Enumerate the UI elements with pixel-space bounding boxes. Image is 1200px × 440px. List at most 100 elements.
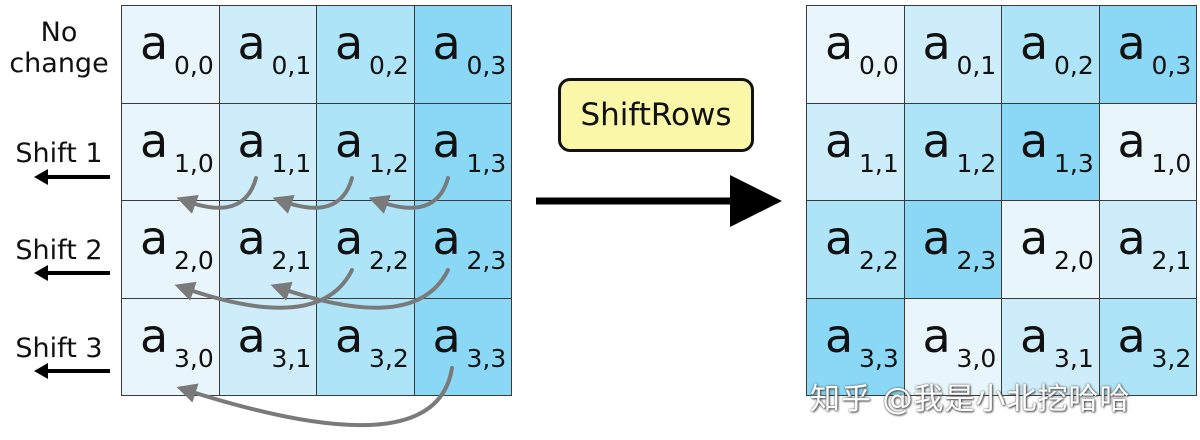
before-cell-1-1-symbol: a	[237, 113, 266, 168]
after-cell-2-3-symbol: a	[1117, 211, 1146, 265]
before-cell-0-1-index: 0,1	[271, 51, 312, 80]
after-cell-0-3-index: 0,3	[1151, 51, 1192, 80]
after-cell-2-2-index: 2,0	[1054, 246, 1094, 275]
after-cell-2-1-symbol: a	[922, 211, 951, 265]
before-cell-1-2-index: 1,2	[369, 148, 409, 178]
row-shift-left-arrow-icon-2	[34, 265, 110, 281]
after-cell-1-1-symbol: a	[922, 113, 951, 168]
after-cell-2-1-index: 2,3	[956, 246, 997, 275]
shift-arc-row1-a	[176, 176, 258, 214]
before-cell-2-1-symbol: a	[237, 211, 266, 265]
row-label-0: No change	[0, 17, 118, 79]
shift-arc-row2-b	[270, 268, 450, 310]
before-cell-1-2-symbol: a	[335, 113, 364, 168]
after-cell-1-3-symbol: a	[1117, 113, 1146, 168]
after-cell-3-3-symbol: a	[1117, 308, 1146, 363]
after-cell-3-2-symbol: a	[1020, 308, 1049, 363]
after-cell-3-1-index: 3,0	[956, 343, 997, 373]
after-cell-0-1-symbol: a	[922, 16, 951, 70]
before-cell-2-0-index: 2,0	[174, 246, 214, 275]
after-cell-1-0-index: 1,1	[859, 148, 899, 178]
watermark-text: 知乎 @我是小北挖哈哈	[810, 382, 1131, 417]
before-cell-2-2-symbol: a	[335, 211, 364, 265]
after-cell-1-0-symbol: a	[825, 113, 854, 168]
row-label-2: Shift 2	[0, 235, 118, 266]
shift-arc-row1-b	[272, 176, 354, 214]
before-cell-3-0-index: 3,0	[174, 343, 214, 373]
before-cell-1-3-index: 1,3	[466, 148, 507, 178]
after-cell-0-2-symbol: a	[1020, 16, 1049, 70]
before-cell-0-2-symbol: a	[335, 16, 364, 70]
operation-label: ShiftRows	[580, 97, 732, 133]
before-cell-3-3-symbol: a	[432, 308, 461, 363]
after-cell-0-1-index: 0,1	[956, 51, 997, 80]
before-cell-3-1-symbol: a	[237, 308, 266, 363]
before-cell-3-0-symbol: a	[140, 308, 169, 363]
after-cell-1-2-symbol: a	[1020, 113, 1049, 168]
before-cell-1-1-index: 1,1	[271, 148, 312, 178]
before-cell-1-3-symbol: a	[432, 113, 461, 168]
before-cell-2-1-index: 2,1	[271, 246, 312, 275]
after-cell-2-2-symbol: a	[1020, 211, 1049, 265]
row-label-1: Shift 1	[0, 138, 118, 169]
after-cell-1-1-index: 1,2	[956, 148, 997, 178]
row-label-0-line-1: No	[40, 17, 78, 48]
after-cell-2-3-index: 2,1	[1151, 246, 1192, 275]
before-cell-3-2-index: 3,2	[369, 343, 409, 373]
before-cell-0-1-symbol: a	[237, 16, 266, 70]
before-cell-1-0-symbol: a	[140, 113, 169, 168]
after-cell-2-0-symbol: a	[825, 211, 854, 265]
after-cell-0-0-symbol: a	[825, 16, 854, 70]
after-cell-1-2-index: 1,3	[1054, 148, 1094, 178]
shift-arc-row2-a	[174, 268, 354, 310]
shift-arc-row1-c	[368, 176, 450, 214]
before-cell-1-0-index: 1,0	[174, 148, 214, 178]
after-cell-3-3-index: 3,2	[1151, 343, 1192, 373]
before-cell-2-2-index: 2,2	[369, 246, 409, 275]
row-label-0-line-2: change	[9, 48, 109, 79]
row-label-3: Shift 3	[0, 333, 118, 364]
after-cell-1-3-index: 1,0	[1151, 148, 1192, 178]
transform-arrow-icon	[536, 175, 782, 227]
after-cell-0-0-index: 0,0	[859, 51, 899, 80]
before-cell-2-3-symbol: a	[432, 211, 461, 265]
before-cell-3-3-index: 3,3	[466, 343, 507, 373]
before-cell-0-0-symbol: a	[140, 16, 169, 70]
row-label-2-text: Shift 2	[15, 235, 103, 266]
before-cell-3-2-symbol: a	[335, 308, 364, 363]
row-label-1-text: Shift 1	[15, 138, 103, 169]
row-shift-left-arrow-icon-3	[34, 363, 110, 379]
after-cell-0-2-index: 0,2	[1054, 51, 1094, 80]
after-cell-3-0-symbol: a	[825, 308, 854, 363]
after-cell-0-3-symbol: a	[1117, 16, 1146, 70]
before-cell-2-0-symbol: a	[140, 211, 169, 265]
after-cell-3-0-index: 3,3	[859, 343, 899, 373]
shift-arc-row3	[176, 366, 454, 428]
before-cell-3-1-index: 3,1	[271, 343, 312, 373]
after-cell-2-0-index: 2,2	[859, 246, 899, 275]
after-cell-3-1-symbol: a	[922, 308, 951, 363]
